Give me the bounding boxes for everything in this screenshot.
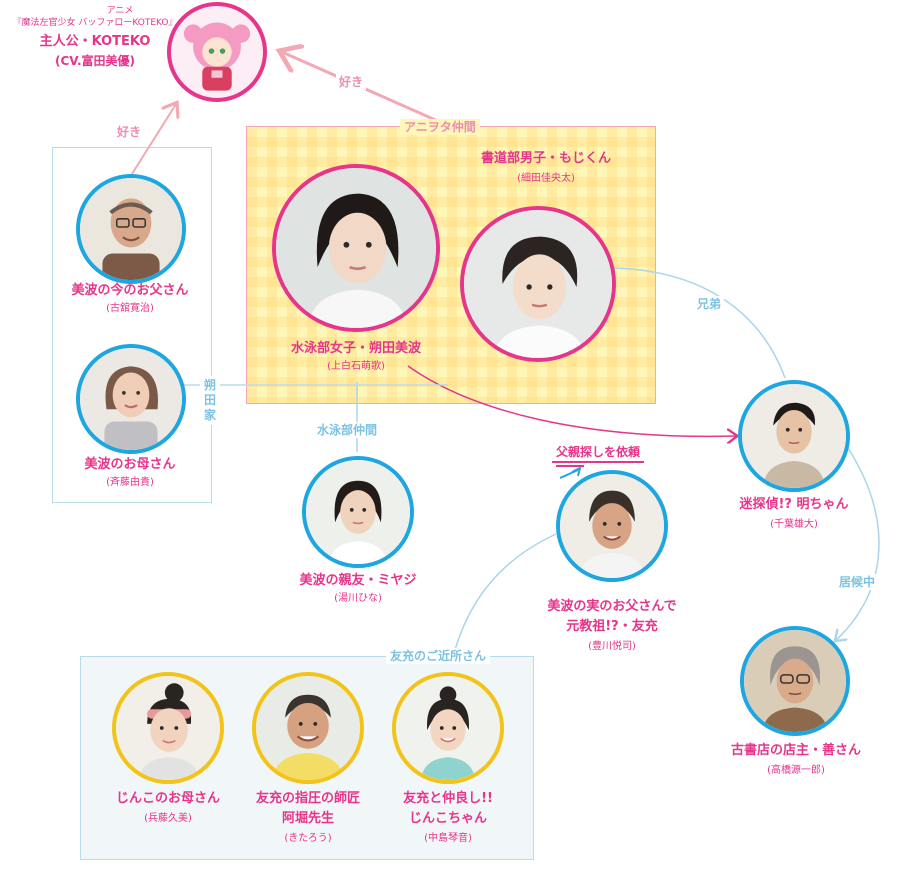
- jinko-mother-avatar: [112, 672, 224, 784]
- jinko-mother-actor: (兵藤久美): [144, 813, 192, 824]
- line-minami-to-akira: [407, 365, 736, 436]
- tomomitsu-name-line1: 美波の実のお父さんで: [547, 599, 677, 614]
- anime-girl-icon: [183, 22, 251, 91]
- anime-group-box: [246, 126, 656, 404]
- minami-avatar: [272, 164, 440, 332]
- line-tomomitsu-to-neighbors: [454, 533, 557, 651]
- mother-actor: (斉藤由貴): [106, 477, 154, 488]
- family-group-label: 朔田家: [200, 376, 220, 425]
- father-now-actor: (古舘寛治): [106, 303, 154, 314]
- abori-name-line1: 友充の指圧の師匠: [255, 791, 360, 806]
- person-photo-icon: [744, 630, 846, 732]
- family-group-box: [52, 147, 212, 503]
- father-now-name: 美波の今のお父さん: [71, 283, 189, 298]
- person-photo-icon: [742, 384, 846, 488]
- miyaji-name: 美波の親友・ミヤジ: [299, 573, 417, 588]
- line-father-to-koteko: [131, 104, 176, 175]
- person-photo-icon: [116, 676, 220, 780]
- minami-name: 水泳部女子・朔田美波: [290, 341, 421, 356]
- jinko-name-line1: 友充と仲良し!!: [403, 791, 493, 806]
- koteko-avatar: [167, 2, 267, 102]
- jinko-actor: (中島琴音): [424, 833, 472, 844]
- moji-avatar: [460, 206, 616, 362]
- abori-avatar: [252, 672, 364, 784]
- miyaji-actor: (湯川ひな): [334, 593, 382, 604]
- miyaji-avatar: [302, 456, 414, 568]
- abori-name-line2: 阿堀先生: [281, 811, 334, 826]
- tomomitsu-avatar: [556, 470, 668, 582]
- request-underline-2: [556, 465, 584, 467]
- tomomitsu-name-line2: 元教祖!?・友充: [566, 619, 658, 634]
- zen-avatar: [740, 626, 850, 736]
- zen-name: 古書店の店主・善さん: [730, 743, 861, 758]
- person-photo-icon: [306, 460, 410, 564]
- akira-actor: (千葉雄大): [770, 519, 818, 530]
- family-group-label-text: 朔田家: [203, 378, 216, 422]
- abori-actor: (きたろう): [284, 833, 332, 844]
- minami-actor: (上白石萌歌): [327, 361, 385, 372]
- request-label: 父親探しを依頼: [552, 444, 645, 463]
- moji-actor: (細田佳央太): [517, 173, 575, 184]
- koteko-actor: (CV.富田美優): [54, 54, 136, 68]
- person-photo-icon: [396, 676, 500, 780]
- staying-label: 居候中: [836, 574, 879, 590]
- relation-like-moji: 好き: [336, 74, 367, 90]
- anime-group-label: アニヲタ仲間: [400, 119, 480, 135]
- jinko-mother-name: じんこのお母さん: [115, 791, 220, 806]
- person-photo-icon: [256, 676, 360, 780]
- akira-name: 迷探偵!? 明ちゃん: [739, 497, 849, 512]
- father-now-avatar: [76, 174, 186, 284]
- person-photo-icon: [464, 210, 612, 358]
- mother-name: 美波のお母さん: [84, 457, 176, 472]
- brothers-label: 兄弟: [694, 296, 725, 312]
- swim-group-label: 水泳部仲間: [314, 422, 381, 438]
- person-photo-icon: [560, 474, 664, 578]
- jinko-name-line2: じんこちゃん: [408, 811, 487, 826]
- person-photo-icon: [80, 348, 182, 450]
- mother-avatar: [76, 344, 186, 454]
- line-akira-to-zen: [836, 447, 880, 640]
- person-photo-icon: [276, 168, 436, 328]
- koteko-name: 主人公・KOTEKO: [39, 34, 151, 49]
- tomomitsu-actor: (豊川悦司): [588, 641, 636, 652]
- moji-name: 書道部男子・もじくん: [480, 151, 611, 166]
- akira-avatar: [738, 380, 850, 492]
- line-moji-to-akira: [611, 267, 786, 379]
- person-photo-icon: [80, 178, 182, 280]
- koteko-anime-label: アニメ: [106, 6, 134, 16]
- zen-actor: (高橋源一郎): [767, 765, 825, 776]
- jinko-avatar: [392, 672, 504, 784]
- koteko-anime-title: 『魔法左官少女 バッファローKOTEKO』: [12, 18, 178, 28]
- relation-like-father: 好き: [114, 124, 145, 140]
- neighbors-group-label: 友充のご近所さん: [386, 648, 491, 664]
